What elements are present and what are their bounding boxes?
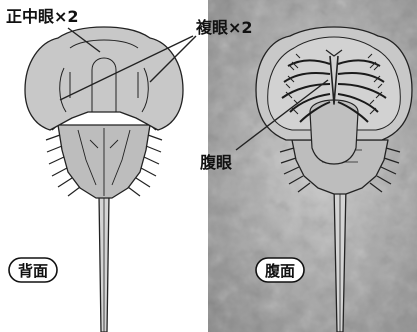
ventral-eyes-label: 腹眼 [200, 153, 232, 172]
dorsal-side-label: 背面 [18, 262, 48, 280]
ventral-side-badge: 腹面 [256, 258, 304, 282]
compound-eyes-label: 複眼×2 [195, 18, 253, 37]
median-eyes-label: 正中眼×2 [6, 7, 79, 26]
dorsal-side-badge: 背面 [9, 258, 57, 282]
ventral-side-label: 腹面 [265, 262, 295, 280]
